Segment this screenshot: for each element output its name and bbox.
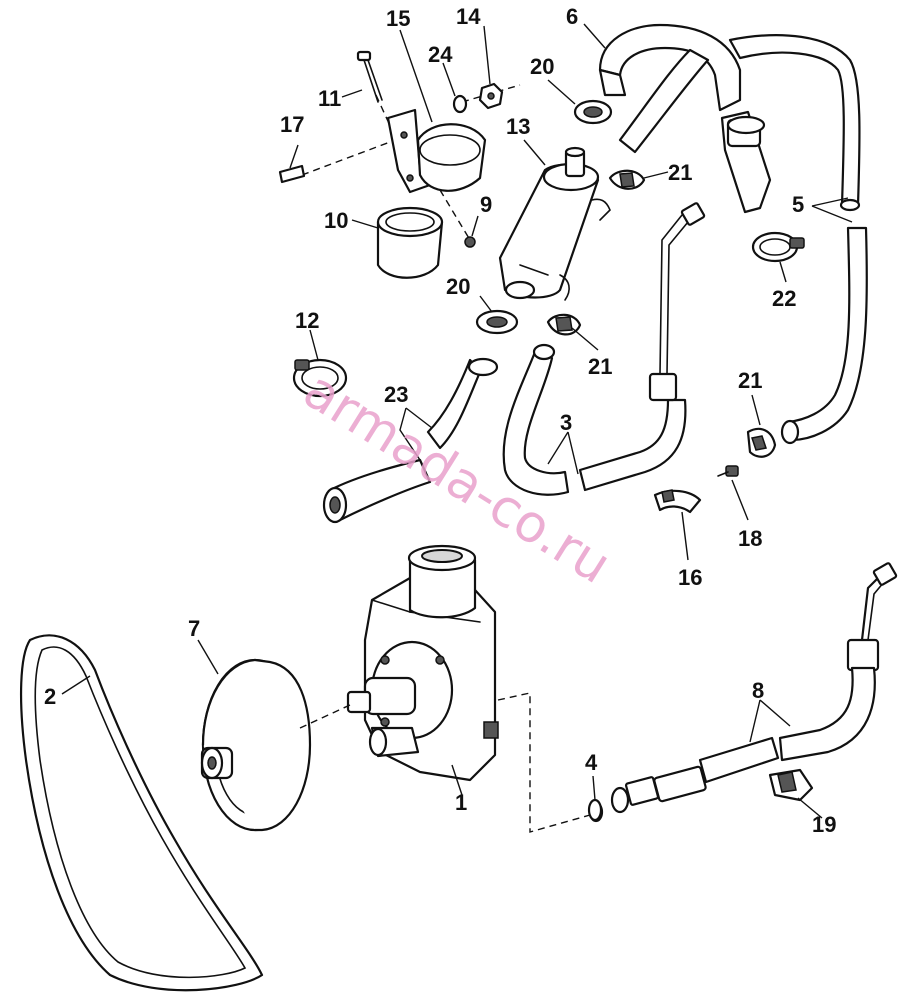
part-pulley xyxy=(200,658,312,832)
callout-23: 23 xyxy=(384,382,408,407)
part-hose-23 xyxy=(322,357,499,524)
part-bolt-11 xyxy=(356,50,383,103)
callout-21-middle: 21 xyxy=(588,354,612,379)
assembly-line-pump-fitting xyxy=(497,692,591,833)
part-oring-4 xyxy=(587,798,603,822)
callout-15: 15 xyxy=(386,6,410,31)
part-clamp-20-upper xyxy=(573,99,613,125)
callout-4: 4 xyxy=(585,750,598,775)
callout-14: 14 xyxy=(456,4,481,29)
callout-labels: 1 2 3 4 5 6 7 8 9 10 11 12 13 14 15 16 1… xyxy=(44,4,836,837)
callout-21-upper: 21 xyxy=(668,160,692,185)
part-clamp-16 xyxy=(653,489,702,514)
callout-9: 9 xyxy=(480,192,492,217)
part-washer-24 xyxy=(452,94,468,114)
callout-16: 16 xyxy=(678,565,702,590)
callout-8: 8 xyxy=(752,678,764,703)
part-bracket-15 xyxy=(386,108,487,194)
part-drive-belt xyxy=(19,634,264,992)
assembly-line-pulley xyxy=(299,704,351,729)
callout-20-lower: 20 xyxy=(446,274,470,299)
callout-10: 10 xyxy=(324,208,348,233)
callout-11: 11 xyxy=(318,86,341,111)
part-sleeve-10 xyxy=(376,206,444,279)
part-steering-pump xyxy=(346,544,499,782)
part-hose-6 xyxy=(598,23,772,214)
part-clamp-21-middle xyxy=(546,313,582,336)
callout-18: 18 xyxy=(738,526,762,551)
part-nut-14 xyxy=(478,82,504,110)
callout-22: 22 xyxy=(772,286,796,311)
callout-19: 19 xyxy=(812,812,836,837)
part-clamp-21-right xyxy=(746,427,777,458)
leader-lines xyxy=(61,23,853,819)
part-stud-17 xyxy=(278,164,306,184)
callout-24: 24 xyxy=(428,42,453,67)
part-pressure-hose xyxy=(588,562,898,823)
callout-13: 13 xyxy=(506,114,530,139)
assembly-line-spacer xyxy=(439,189,471,241)
part-hose-3 xyxy=(502,202,706,496)
callout-6: 6 xyxy=(566,4,578,29)
part-reservoir-13 xyxy=(498,146,611,301)
assembly-line-bolt xyxy=(375,94,393,131)
callout-21-right: 21 xyxy=(738,368,762,393)
callout-12: 12 xyxy=(295,308,319,333)
callout-2: 2 xyxy=(44,684,56,709)
callout-20-upper: 20 xyxy=(530,54,554,79)
callout-7: 7 xyxy=(188,616,200,641)
part-screw-18 xyxy=(717,465,739,477)
callout-3: 3 xyxy=(560,410,572,435)
part-return-hose xyxy=(728,34,868,445)
assembly-line-stud xyxy=(301,141,391,176)
callout-5: 5 xyxy=(792,192,804,217)
part-hose-clamp-22 xyxy=(751,231,805,263)
part-clamp-21-upper xyxy=(608,169,646,190)
part-clip-19 xyxy=(768,768,814,802)
callout-17: 17 xyxy=(280,112,304,137)
callout-1: 1 xyxy=(455,790,467,815)
part-hose-clamp-12 xyxy=(292,358,348,398)
part-clamp-20-lower xyxy=(475,309,519,335)
part-spacer-9 xyxy=(464,236,476,248)
